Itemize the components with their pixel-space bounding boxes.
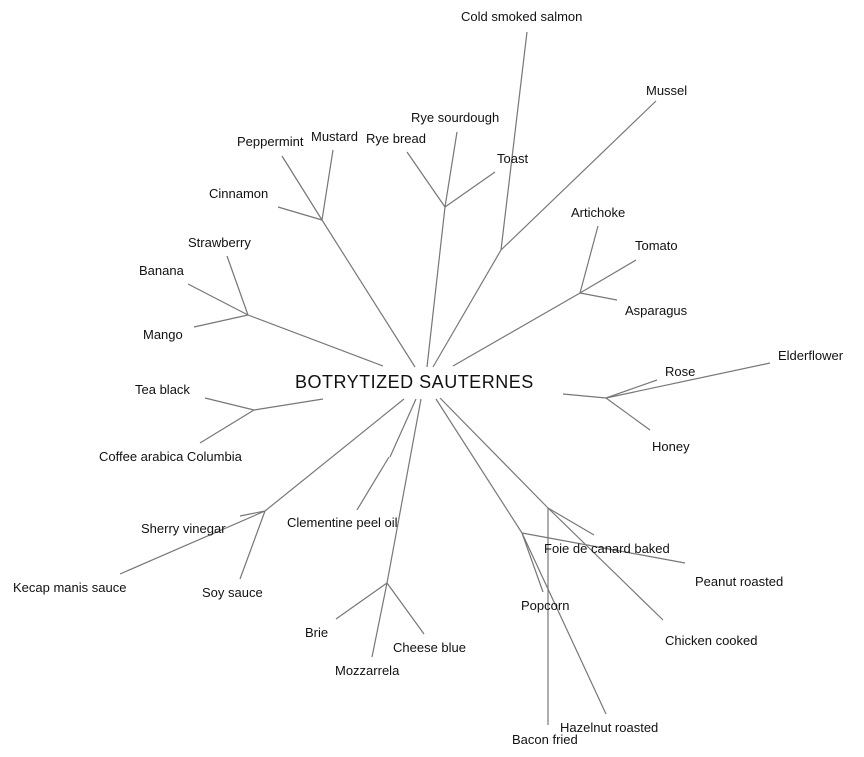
branch-meat — [439, 397, 664, 725]
node-cheese-blue: Cheese blue — [393, 640, 466, 655]
branch-seafood — [432, 31, 657, 368]
node-toast: Toast — [497, 151, 529, 166]
node-honey: Honey — [652, 439, 690, 454]
node-coffee: Coffee arabica Columbia — [99, 449, 242, 464]
node-strawberry: Strawberry — [188, 235, 251, 250]
node-mussel: Mussel — [646, 83, 688, 98]
node-brie: Brie — [305, 625, 329, 640]
node-tea-black: Tea black — [135, 382, 190, 397]
node-peppermint: Peppermint — [237, 134, 304, 149]
node-cold-smoked-salmon: Cold smoked salmon — [461, 9, 583, 24]
node-elderflower: Elderflower — [778, 348, 844, 363]
branch-bread — [406, 131, 496, 368]
node-cinnamon: Cinnamon — [209, 186, 269, 201]
node-mango: Mango — [143, 327, 183, 342]
node-chicken: Chicken cooked — [665, 633, 758, 648]
node-rye-bread: Rye bread — [366, 131, 426, 146]
node-asparagus: Asparagus — [625, 303, 688, 318]
node-foie-de-canard: Foie de canard baked — [544, 541, 670, 556]
node-clementine: Clementine peel oil — [287, 515, 398, 530]
branch-fruit — [187, 255, 384, 367]
node-banana: Banana — [139, 263, 184, 278]
node-sherry-vinegar: Sherry vinegar — [141, 521, 226, 536]
node-mustard: Mustard — [311, 129, 358, 144]
branch-beverage — [199, 397, 324, 444]
node-bacon: Bacon fried — [512, 732, 578, 747]
branch-vegetable — [452, 225, 637, 367]
branch-condiment — [119, 398, 405, 580]
branch-floral — [562, 362, 771, 431]
node-hazelnut: Hazelnut roasted — [560, 720, 659, 735]
branch-cheese — [335, 398, 425, 658]
root-title: BOTRYTIZED SAUTERNES — [295, 372, 534, 392]
node-rose: Rose — [665, 364, 696, 379]
node-popcorn: Popcorn — [521, 598, 570, 613]
branch-spice — [277, 149, 416, 368]
node-artichoke: Artichoke — [571, 205, 626, 220]
node-mozzarella: Mozzarrela — [335, 663, 400, 678]
node-tomato: Tomato — [635, 238, 678, 253]
node-peanut: Peanut roasted — [695, 574, 784, 589]
node-rye-sourdough: Rye sourdough — [411, 110, 500, 125]
node-kecap-manis: Kecap manis sauce — [13, 580, 127, 595]
branch-citrus — [356, 398, 417, 511]
node-soy-sauce: Soy sauce — [202, 585, 263, 600]
branch-roasted — [435, 398, 686, 715]
